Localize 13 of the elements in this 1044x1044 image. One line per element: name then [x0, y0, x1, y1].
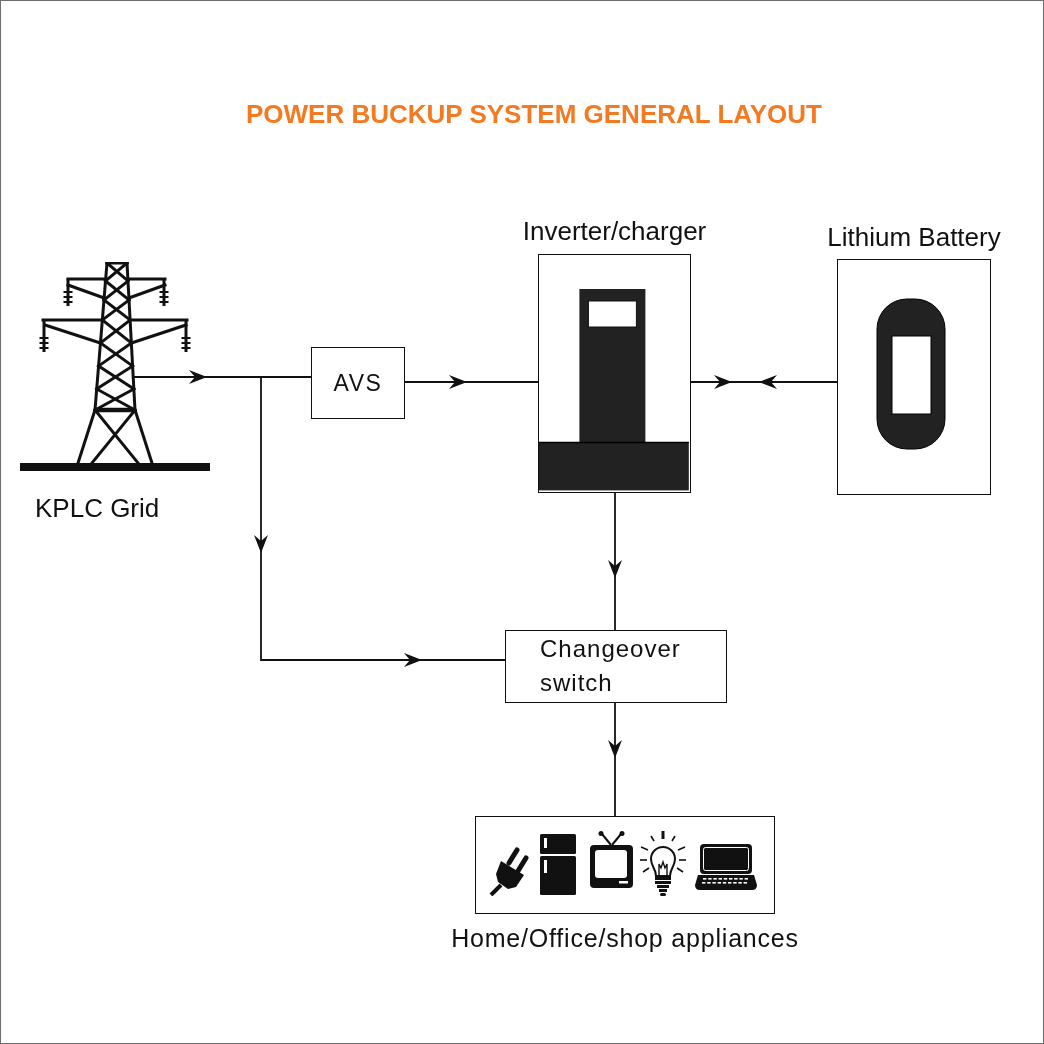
node-heading: Inverter/charger — [522, 218, 707, 244]
node-caption: KPLC Grid — [35, 495, 160, 521]
process-box — [311, 347, 405, 419]
arrow — [404, 375, 539, 389]
node-label: Changeover switch — [540, 634, 682, 698]
arrow — [608, 702, 622, 817]
arrow — [690, 375, 838, 389]
node-heading: Lithium Battery — [827, 224, 1001, 250]
arrow — [608, 492, 622, 631]
node-label: AVS — [333, 371, 383, 395]
diagram-title: POWER BUCKUP SYSTEM GENERAL LAYOUT — [246, 101, 822, 127]
node-caption: Home/Office/shop appliances — [451, 926, 799, 951]
process-box — [505, 630, 727, 703]
